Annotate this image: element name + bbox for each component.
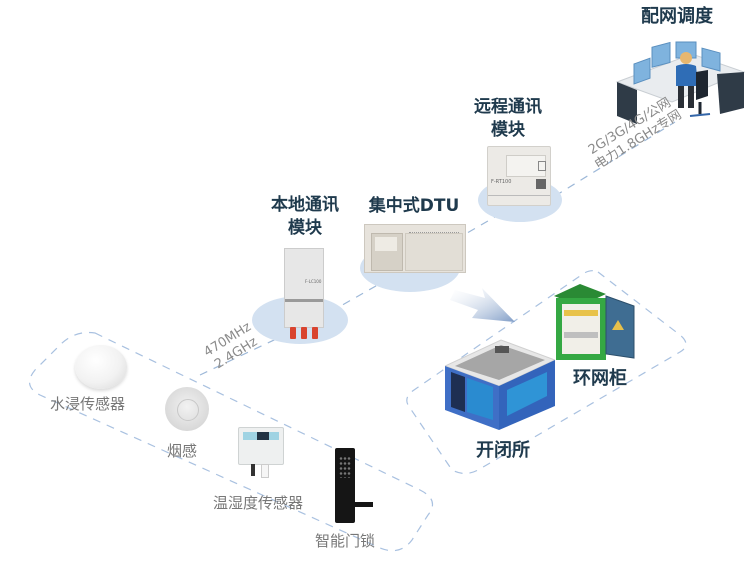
water-immersion-sensor-icon: [75, 345, 127, 389]
flow-arrow: [450, 288, 515, 322]
link-local-dtu: [329, 277, 391, 313]
remote-module-model: F-RT100: [491, 179, 512, 185]
temp-humidity-sensor-icon: [238, 427, 284, 478]
smart-door-lock-icon: [335, 448, 373, 523]
smoke-detector-icon: [165, 387, 209, 431]
remote-comm-module-icon: F-RT100: [487, 146, 551, 206]
link-sensors-local: [199, 322, 311, 376]
switching-station-icon: [445, 339, 555, 430]
switching-station-title: 开闭所: [476, 440, 530, 461]
centralized-dtu-icon: [364, 224, 466, 273]
local-module-title-line1: 本地通讯: [271, 195, 339, 215]
dtu-title: 集中式DTU: [368, 196, 460, 216]
ring-main-unit-icon: [554, 284, 635, 360]
dispatch-title: 配网调度: [641, 6, 713, 27]
water-sensor-label: 水浸传感器: [50, 395, 126, 413]
dispatch-operator-icon: [615, 41, 746, 124]
smart-lock-label: 智能门锁: [315, 532, 376, 550]
smoke-sensor-label: 烟感: [167, 442, 198, 460]
temp-humidity-label: 温湿度传感器: [213, 494, 304, 512]
remote-module-title-line1: 远程通讯: [474, 97, 542, 117]
ring-main-unit-title: 环网柜: [573, 368, 627, 389]
sensor-group-boundary: [29, 331, 434, 552]
local-module-title-line2: 模块: [288, 218, 322, 238]
local-comm-module-icon: F-LC100: [284, 248, 324, 339]
local-module-model: F-LC100: [305, 279, 322, 284]
remote-module-title-line2: 模块: [491, 120, 525, 140]
